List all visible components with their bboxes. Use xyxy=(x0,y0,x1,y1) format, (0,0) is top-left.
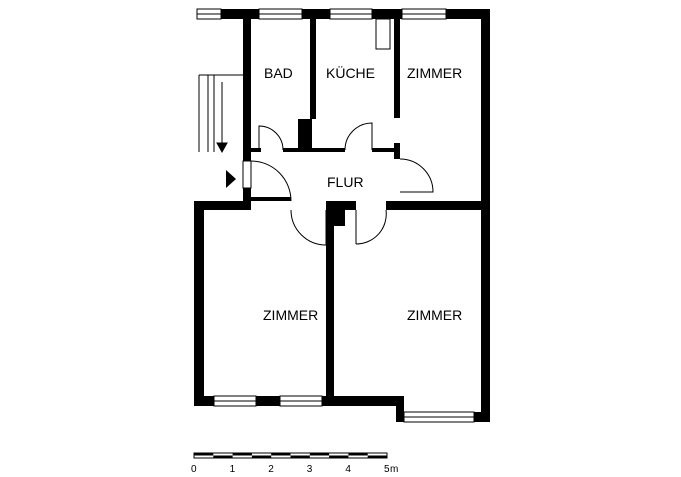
scale-tick-label: 1 xyxy=(230,464,236,475)
room-label-kueche: KÜCHE xyxy=(326,64,375,81)
room-label-bad: BAD xyxy=(264,65,293,81)
entrance-arrow-icon xyxy=(226,170,236,188)
scale-unit-label: m xyxy=(390,464,398,475)
room-label-zimmer-top: ZIMMER xyxy=(407,65,462,81)
scale-segment xyxy=(271,453,291,456)
scale-tick-label: 4 xyxy=(345,464,351,475)
scale-segment xyxy=(194,453,214,456)
scale-segment xyxy=(251,455,272,458)
windows xyxy=(196,8,475,423)
room-label-zimmer-left: ZIMMER xyxy=(263,307,318,323)
scale-segment xyxy=(329,455,349,458)
scale-tick-label: 0 xyxy=(191,464,197,475)
scale-segment xyxy=(367,455,387,458)
scale-segment xyxy=(290,455,310,458)
stairs xyxy=(198,74,243,154)
doors xyxy=(242,122,434,246)
scale-tick-label: 3 xyxy=(307,464,313,475)
scale-segment xyxy=(309,453,330,456)
scale-segment xyxy=(232,453,252,456)
scale-tick-label: 5 xyxy=(384,464,390,475)
scale-segment xyxy=(213,455,233,458)
room-label-flur: FLUR xyxy=(327,174,364,190)
walls xyxy=(194,9,490,422)
scale-segment xyxy=(348,453,368,456)
scale-tick-label: 2 xyxy=(268,464,274,475)
room-label-zimmer-right: ZIMMER xyxy=(407,307,462,323)
kitchen-counter xyxy=(375,18,391,50)
